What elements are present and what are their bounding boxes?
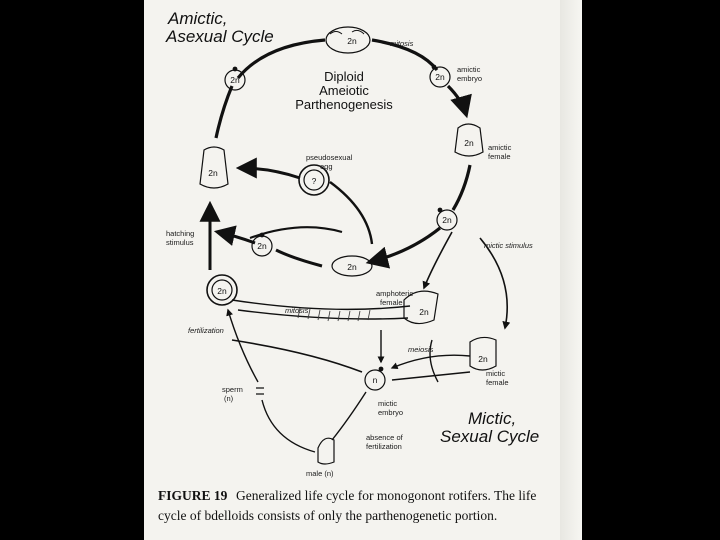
label-absence-2: fertilization bbox=[366, 442, 402, 451]
n-circle: n bbox=[364, 366, 386, 391]
label-amphoteric-2: female bbox=[380, 298, 403, 307]
band-mitosis-top bbox=[231, 299, 411, 311]
label-mitosis-top: mitosis bbox=[390, 39, 414, 48]
arc-female-right bbox=[451, 164, 472, 211]
ploidy-female-top: 2n bbox=[464, 138, 474, 148]
ploidy-hatch: 2n bbox=[257, 241, 267, 251]
right-2n-circle: 2n bbox=[436, 207, 458, 231]
arc-inner-hatch bbox=[275, 248, 323, 268]
ploidy-right: 2n bbox=[442, 215, 452, 225]
ploidy-egg: ? bbox=[312, 176, 317, 186]
label-amictic-embryo-1: amictic bbox=[457, 65, 481, 74]
caption-line1: Generalized life cycle for monogonont ro… bbox=[236, 488, 536, 503]
resting-egg: 2n bbox=[206, 274, 238, 306]
left-organism: 2n bbox=[199, 146, 229, 189]
label-mictic-stimulus: mictic stimulus bbox=[484, 241, 533, 250]
path-fertilization bbox=[231, 339, 363, 373]
path-male bbox=[331, 391, 367, 441]
figure-caption: FIGURE 19 Generalized life cycle for mon… bbox=[158, 488, 536, 523]
amictic-female-organism: 2n bbox=[454, 123, 484, 157]
ploidy-embryo: 2n bbox=[435, 72, 445, 82]
mictic-female-organism: 2n bbox=[469, 336, 497, 371]
label-sperm-2: (n) bbox=[224, 394, 234, 403]
top-organism: 2n bbox=[325, 26, 371, 54]
band-mitosis-bottom bbox=[237, 309, 409, 320]
arc-hatch-left bbox=[213, 225, 256, 246]
arc-female-side bbox=[429, 339, 439, 383]
amphoteric-organism: 2n bbox=[403, 290, 439, 325]
amictic-title-line2: Asexual Cycle bbox=[165, 27, 274, 46]
label-mictic-embryo-2: embryo bbox=[378, 408, 403, 417]
band-hatching bbox=[297, 307, 371, 322]
inner-bottom-organism: 2n bbox=[331, 255, 373, 277]
label-hatching-2: stimulus bbox=[166, 238, 194, 247]
label-pseudosexual-1: pseudosexual bbox=[306, 153, 353, 162]
path-mictic-female bbox=[479, 237, 511, 330]
label-mictic-female-2: female bbox=[486, 378, 509, 387]
mictic-title-line2: Sexual Cycle bbox=[440, 427, 539, 446]
label-amictic-embryo-2: embryo bbox=[457, 74, 482, 83]
mictic-cycle-paths bbox=[226, 231, 511, 453]
sperm-organism bbox=[256, 387, 264, 395]
left-2n-circle: 2n bbox=[224, 66, 246, 91]
inner-loop bbox=[199, 157, 374, 270]
label-pseudosexual-2: egg bbox=[320, 162, 333, 171]
mictic-title-line1: Mictic, bbox=[468, 409, 516, 428]
center-text-line1: Diploid bbox=[324, 69, 364, 84]
label-sperm-1: sperm bbox=[222, 385, 243, 394]
path-amphoteric bbox=[422, 231, 453, 290]
label-amictic-female-1: amictic bbox=[488, 143, 512, 152]
label-mitosis-lower: mitosis bbox=[285, 306, 309, 315]
path-sperm bbox=[261, 399, 316, 453]
arrow-to-organism bbox=[235, 157, 301, 180]
caption-line2: cycle of bdelloids consists of only the … bbox=[158, 508, 497, 523]
label-meiosis: meiosis bbox=[408, 345, 434, 354]
ploidy-amphoteric: 2n bbox=[419, 307, 429, 317]
label-fertilization: fertilization bbox=[188, 326, 224, 335]
label-mictic-female-1: mictic bbox=[486, 369, 505, 378]
label-amphoteric-1: amphoteric bbox=[376, 289, 413, 298]
arc-top-left bbox=[236, 38, 326, 80]
curve-egg-down bbox=[329, 181, 374, 245]
book-page bbox=[144, 0, 576, 540]
label-mictic-embryo-1: mictic bbox=[378, 399, 397, 408]
pseudosexual-egg: ? bbox=[298, 164, 330, 196]
label-absence-1: absence of bbox=[366, 433, 404, 442]
ploidy-resting-egg: 2n bbox=[217, 286, 227, 296]
caption-figure-label: FIGURE 19 bbox=[158, 488, 228, 503]
arc-left-down bbox=[214, 85, 234, 139]
page-edge bbox=[560, 0, 582, 540]
label-hatching-1: hatching bbox=[166, 229, 194, 238]
arc-right-bottom bbox=[365, 226, 441, 269]
male-organism bbox=[317, 437, 335, 465]
ploidy-n: n bbox=[373, 375, 378, 385]
path-sperm-up bbox=[226, 308, 259, 383]
label-male: male (n) bbox=[306, 469, 334, 478]
hatch-2n-circle: 2n bbox=[251, 232, 273, 257]
center-text-line2: Ameiotic bbox=[319, 83, 369, 98]
band-meiosis-2 bbox=[391, 371, 471, 381]
amictic-title-line1: Amictic, bbox=[167, 9, 228, 28]
ploidy-inner-bottom: 2n bbox=[347, 262, 357, 272]
ploidy-left-organism: 2n bbox=[208, 168, 218, 178]
arc-embryo-female bbox=[446, 84, 472, 119]
center-text-line3: Parthenogenesis bbox=[295, 97, 393, 112]
ploidy-left: 2n bbox=[230, 75, 240, 85]
ploidy-mictic-female: 2n bbox=[478, 354, 488, 364]
label-amictic-female-2: female bbox=[488, 152, 511, 161]
embryo-2n-circle: 2n bbox=[429, 64, 451, 88]
ploidy-top: 2n bbox=[347, 36, 357, 46]
